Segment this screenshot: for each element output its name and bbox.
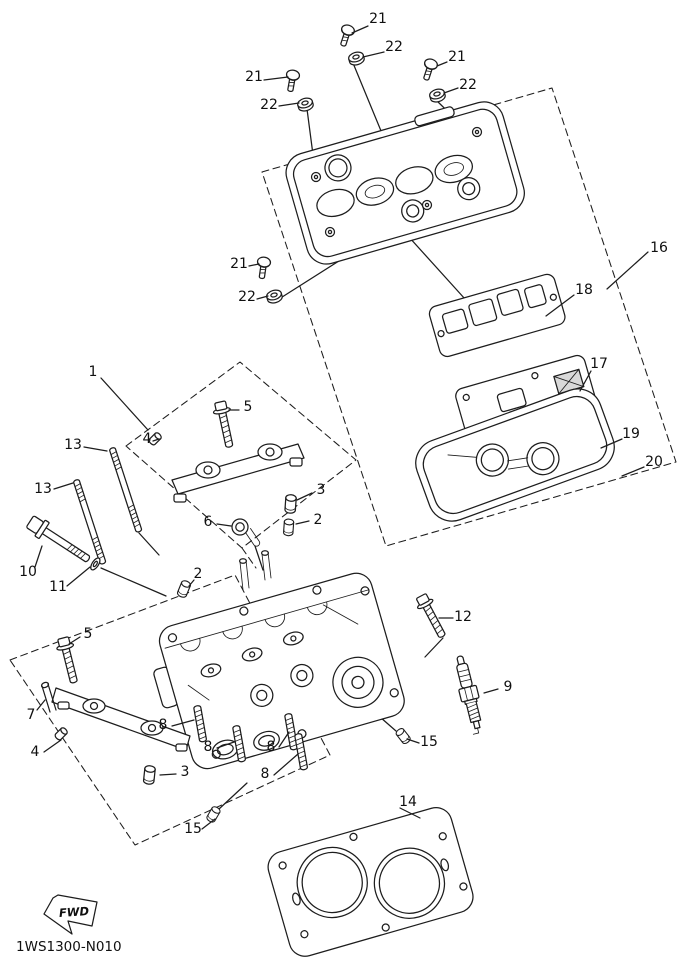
cam-cap-bracket-lower — [51, 687, 191, 752]
callout-4-lower: 4 — [31, 744, 40, 760]
callout-3-lower: 3 — [181, 764, 190, 780]
bore-2 — [373, 847, 446, 919]
callout-8-b: 8 — [204, 739, 213, 755]
dowel-3-lower — [142, 764, 157, 786]
callout-22-d: 22 — [238, 289, 256, 305]
callout-5-lower: 5 — [84, 626, 93, 642]
callout-17: 17 — [590, 356, 608, 372]
plug-well-2 — [457, 177, 481, 201]
bolt-21-c — [419, 56, 440, 83]
callout-19: 19 — [622, 426, 640, 442]
stud-13-a — [108, 446, 143, 534]
spark-plug — [456, 655, 482, 735]
bolt-10-and-washer-11 — [26, 515, 101, 571]
callout-8-a: 8 — [159, 717, 168, 733]
fwd-label: FWD — [58, 904, 89, 920]
callout-7: 7 — [27, 707, 36, 723]
callout-21-a: 21 — [369, 11, 387, 27]
dowel-2-lower — [175, 579, 192, 599]
baffle-plate-gasket — [428, 273, 566, 358]
callout-21-d: 21 — [230, 256, 248, 272]
callout-3-upper: 3 — [317, 482, 326, 498]
fwd-arrow-shape — [43, 894, 98, 935]
washer-11 — [90, 557, 101, 571]
callout-15-b: 15 — [184, 821, 202, 837]
callout-4-upper: 4 — [143, 431, 152, 447]
bolt-21-d — [254, 255, 272, 280]
callout-5-upper: 5 — [244, 399, 253, 415]
callout-2-lower: 2 — [194, 566, 203, 582]
callout-1: 1 — [89, 364, 98, 380]
callout-15-a: 15 — [420, 734, 438, 750]
callout-21-b: 21 — [245, 69, 263, 85]
head-cover-gasket — [415, 388, 615, 522]
cam-cap-assembly-boundary-upper — [125, 361, 357, 549]
callout-labels: 21 22 21 22 21 22 16 21 22 18 17 1 5 19 … — [19, 11, 668, 837]
dowel-2-upper — [282, 518, 295, 537]
diagram-code: 1WS1300-N010 — [16, 939, 122, 955]
pin-7 — [40, 681, 57, 713]
cylinder-head-gasket — [267, 806, 474, 957]
cam-cap-assembly-boundary-lower — [9, 574, 331, 846]
callout-10: 10 — [19, 564, 37, 580]
callout-8-c: 8 — [267, 739, 276, 755]
grommet-22-c — [427, 86, 447, 105]
cylinder-head — [153, 572, 405, 770]
bore-1 — [296, 846, 368, 919]
grommet-22-a — [346, 49, 366, 68]
callout-18: 18 — [575, 282, 593, 298]
leader-lines — [34, 25, 649, 830]
callout-9: 9 — [504, 679, 513, 695]
callout-22-b: 22 — [260, 97, 278, 113]
callout-12: 12 — [454, 609, 472, 625]
callout-22-c: 22 — [459, 77, 477, 93]
callout-13-b: 13 — [34, 481, 52, 497]
bolt-21-a — [336, 22, 357, 49]
cam-cap-bracket-upper — [171, 443, 305, 503]
callout-20: 20 — [645, 454, 663, 470]
fwd-arrow: FWD — [43, 894, 98, 935]
callout-8-d: 8 — [261, 766, 270, 782]
callout-21-c: 21 — [448, 49, 466, 65]
bolt-6 — [231, 518, 261, 547]
assembly-connector-line — [241, 547, 257, 569]
callout-13-a: 13 — [64, 437, 82, 453]
callout-11: 11 — [49, 579, 67, 595]
bolt-5-upper — [211, 399, 239, 450]
cylinder-head-cover — [285, 101, 525, 265]
bolt-5-lower — [54, 635, 84, 686]
dowel-3-upper — [284, 493, 298, 515]
callout-2-upper: 2 — [314, 512, 323, 528]
cover-bolt-holes — [310, 126, 483, 238]
stud-13-b — [72, 478, 107, 566]
dowel-15-a — [394, 726, 412, 746]
cam-chain-boss — [332, 656, 384, 708]
head-top-studs — [238, 550, 272, 591]
callout-6: 6 — [204, 514, 213, 530]
callout-14: 14 — [399, 794, 417, 810]
callout-22-a: 22 — [385, 39, 403, 55]
callout-16: 16 — [650, 240, 668, 256]
bolt-12 — [412, 591, 451, 642]
breather-boss — [414, 106, 455, 127]
bolt-21-b — [283, 68, 301, 94]
grommet-22-b — [295, 95, 315, 114]
